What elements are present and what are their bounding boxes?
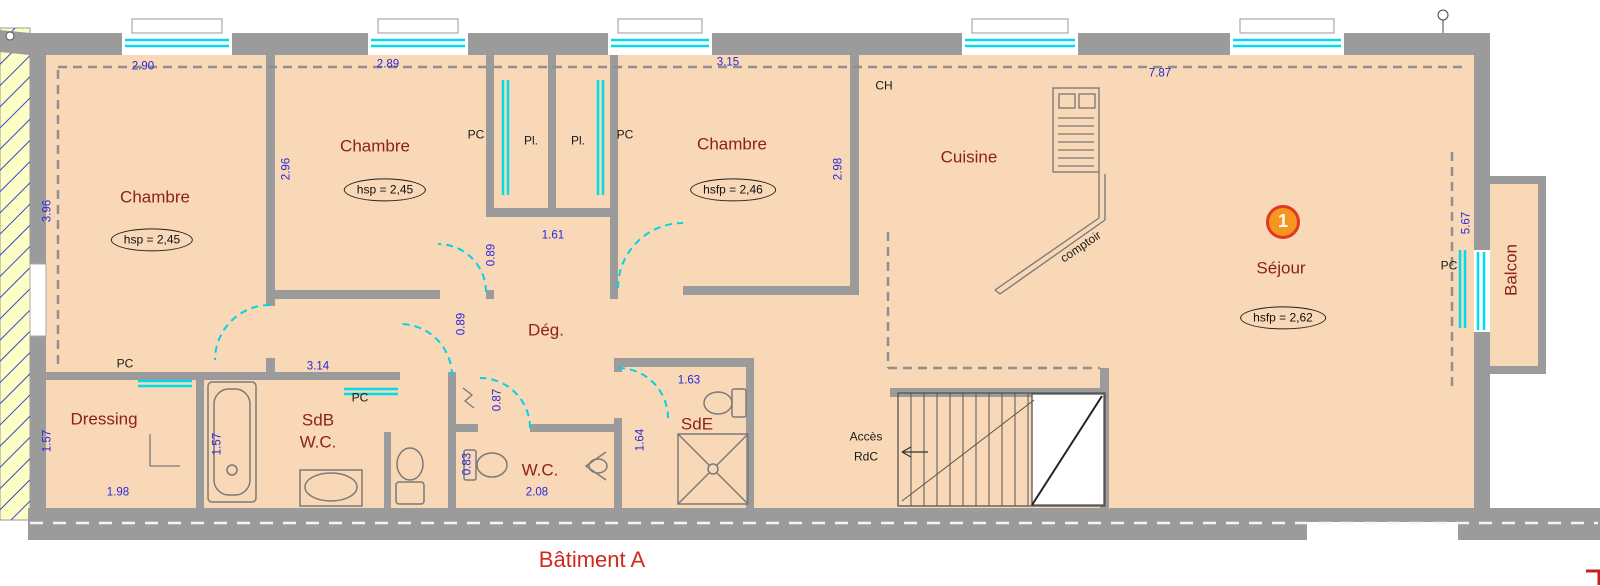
dim-sejour-width: 7.87 — [1148, 67, 1172, 80]
left-wall-junction — [29, 263, 47, 337]
dim-sdb-height: 1.57 — [211, 432, 224, 456]
adjacent-building-hatch — [0, 27, 31, 521]
closet-label-pc-sejour: PC — [1440, 258, 1458, 273]
dim-deg-door-a: 0.89 — [485, 243, 498, 267]
closet-label-pl-left: Pl. — [523, 133, 539, 148]
height-label-sejour: hsfp = 2,62 — [1240, 306, 1326, 330]
shower-icon — [677, 433, 749, 505]
dim-deg-door-b: 0.89 — [455, 312, 468, 336]
door-swings — [214, 222, 684, 429]
dim-chambre-left-width: 2.90 — [131, 60, 155, 73]
room-label-balcon: Balcon — [1501, 244, 1521, 296]
closet-label-pc-right: PC — [616, 127, 634, 142]
room-label-chambre-left: Chambre — [120, 187, 190, 207]
kitchen-sink-icon — [1052, 87, 1100, 173]
room-label-chambre-right: Chambre — [697, 134, 767, 154]
counter-lines — [994, 172, 1106, 295]
survey-point-right-icon — [1437, 9, 1449, 33]
dim-sejour-height: 5.67 — [1460, 211, 1473, 235]
electric-symbol — [462, 387, 475, 409]
room-label-sejour: Séjour — [1256, 258, 1306, 278]
label-ch: CH — [875, 78, 893, 93]
stairs — [897, 392, 1106, 507]
room-label-sde: SdE — [680, 414, 714, 434]
closet-label-pl-right: Pl. — [570, 133, 586, 148]
closet-label-pc-left: PC — [467, 127, 485, 142]
dim-chambre-mid-height: 2.96 — [280, 157, 293, 181]
height-label-chambre-mid: hsp = 2,45 — [343, 178, 427, 202]
windows — [122, 18, 1490, 332]
plan-title: Bâtiment A — [538, 546, 646, 572]
floor-area — [30, 33, 1540, 513]
sdb-sink-icon — [299, 469, 363, 507]
dim-dressing-height: 1.57 — [41, 429, 54, 453]
room-label-cuisine: Cuisine — [940, 147, 998, 167]
label-comptoir: comptoir — [1057, 227, 1104, 266]
ceiling-dashed-lines — [56, 65, 1468, 392]
room-label-degagement: Dég. — [528, 320, 564, 340]
corner-mark — [1586, 569, 1600, 585]
bathtub-icon — [207, 381, 257, 503]
height-label-chambre-right: hsfp = 2,46 — [690, 178, 776, 202]
dressing-shelf-lines — [149, 434, 180, 467]
dim-sde-width: 1.63 — [677, 374, 701, 387]
dim-wc-door: 0.87 — [491, 388, 504, 412]
dim-chambre-right-width: 3.15 — [716, 56, 740, 69]
label-acces-line2: RdC — [853, 449, 879, 464]
dim-wc-nook: 0.83 — [461, 452, 474, 476]
dim-deg-width: 1.61 — [541, 229, 565, 242]
dim-chambre-right-height: 2.98 — [832, 157, 845, 181]
sde-toilet-icon — [703, 388, 747, 418]
height-label-chambre-left: hsp = 2,45 — [110, 228, 194, 252]
room-label-dressing: Dressing — [70, 409, 138, 429]
dim-dressing-width: 1.98 — [106, 486, 130, 499]
bottom-wall-notch — [1307, 522, 1458, 540]
dim-wc-width: 2.08 — [525, 486, 549, 499]
unit-number-badge[interactable]: 1 — [1266, 205, 1300, 239]
survey-point-left-icon — [5, 31, 15, 41]
closet-fronts — [138, 80, 1467, 396]
room-label-sdb-line2: W.C. — [299, 432, 337, 452]
dim-sde-door: 1.64 — [634, 428, 647, 452]
room-label-wc: W.C. — [521, 460, 559, 480]
room-label-sdb-line1: SdB — [301, 410, 335, 430]
wc-corner-sink-icon — [584, 451, 608, 481]
dim-chambre-mid-width: 2.89 — [376, 58, 400, 71]
wc-toilet-icon — [463, 449, 508, 481]
label-acces-line1: Accès — [849, 429, 883, 444]
dim-sdb-width: 3.14 — [306, 360, 330, 373]
closet-label-pc-dressing: PC — [116, 356, 134, 371]
closet-label-pc-sdb: PC — [351, 390, 369, 405]
room-label-chambre-mid: Chambre — [340, 136, 410, 156]
sdb-toilet-icon — [395, 447, 425, 505]
dim-chambre-left-height: 3.96 — [41, 199, 54, 223]
